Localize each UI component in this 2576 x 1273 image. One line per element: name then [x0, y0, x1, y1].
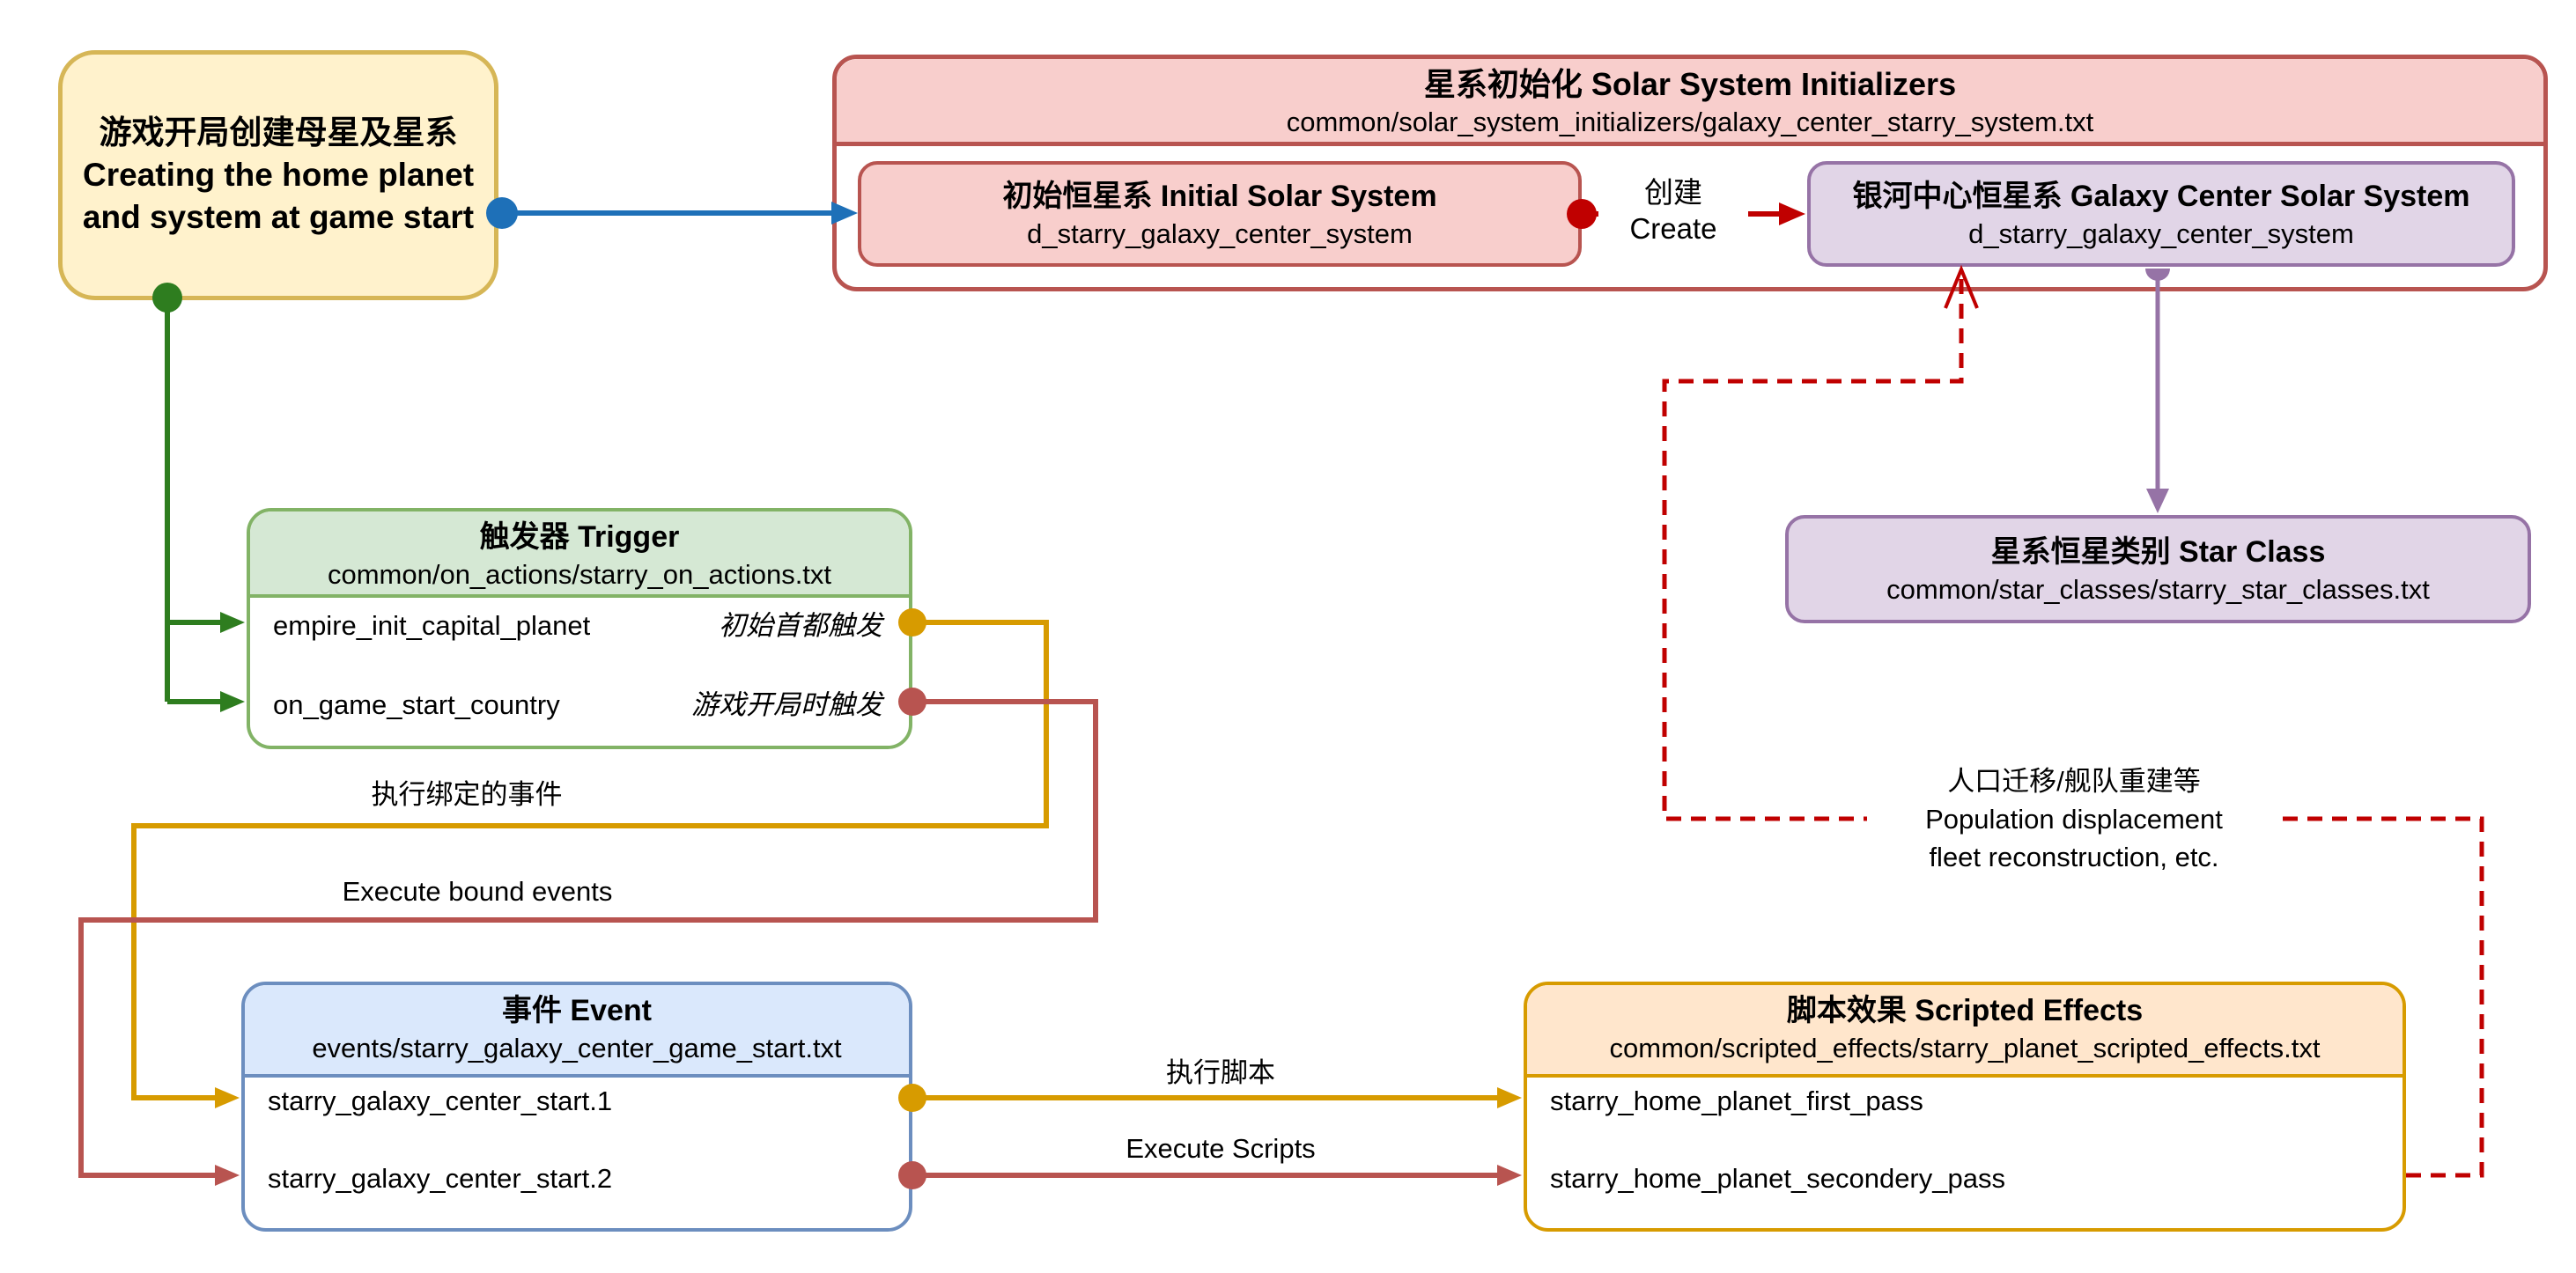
edge-trigger-row1-arrowhead — [220, 612, 245, 633]
scripted-row-name: starry_home_planet_secondery_pass — [1550, 1163, 2005, 1194]
edge-label-population-zh: 人口迁移/舰队重建等 — [1947, 766, 2201, 797]
node-game-start-line2: Creating the home planet — [82, 157, 475, 193]
edge-label-create-zh: 创建 — [1644, 176, 1702, 209]
trigger-row-name: on_game_start_country — [273, 689, 560, 720]
node-trigger-path: common/on_actions/starry_on_actions.txt — [327, 559, 832, 590]
edge-label-create-en: Create — [1629, 212, 1717, 245]
node-scripted-effects-path: common/scripted_effects/starry_planet_sc… — [1609, 1033, 2321, 1063]
event-row-name: starry_galaxy_center_start.2 — [268, 1163, 613, 1194]
edge-label-bind-zh: 执行绑定的事件 — [371, 779, 563, 810]
edge-label-bind-en: Execute bound events — [342, 876, 613, 907]
node-star-class: 星系恒星类别 Star Class common/star_classes/st… — [1785, 515, 2531, 623]
node-initial-solar-system-title: 初始恒星系 Initial Solar System — [1002, 180, 1437, 213]
event-row-name: starry_galaxy_center_start.1 — [268, 1085, 613, 1116]
scripted-row-name: starry_home_planet_first_pass — [1550, 1085, 1923, 1116]
edge-label-exec-en: Execute Scripts — [1126, 1133, 1316, 1164]
node-trigger-title: 触发器 Trigger — [479, 520, 680, 554]
edge-trigger2-to-event2-arrowhead — [215, 1165, 240, 1186]
edge-label-create: 创建 Create — [1598, 174, 1748, 247]
node-game-start-line1: 游戏开局创建母星及星系 — [99, 114, 458, 151]
node-galaxy-center-system-name: d_starry_galaxy_center_system — [1968, 218, 2354, 249]
event-row-start2: starry_galaxy_center_start.2 — [245, 1160, 909, 1197]
scripted-row-first-pass: starry_home_planet_first_pass — [1527, 1083, 2403, 1120]
node-trigger-header: 触发器 Trigger common/on_actions/starry_on_… — [250, 511, 909, 598]
node-trigger: 触发器 Trigger common/on_actions/starry_on_… — [247, 508, 912, 749]
node-scripted-effects-header: 脚本效果 Scripted Effects common/scripted_ef… — [1527, 985, 2403, 1078]
node-star-class-path: common/star_classes/starry_star_classes.… — [1886, 573, 2430, 605]
node-galaxy-center-system-title: 银河中心恒星系 Galaxy Center Solar System — [1852, 180, 2470, 213]
node-event: 事件 Event events/starry_galaxy_center_gam… — [241, 982, 912, 1232]
edge-label-population-en2: fleet reconstruction, etc. — [1929, 842, 2219, 872]
node-game-start: 游戏开局创建母星及星系 Creating the home planet and… — [58, 50, 498, 300]
trigger-row-empire-init: empire_init_capital_planet 初始首都触发 — [250, 607, 909, 644]
trigger-row-note: 游戏开局时触发 — [691, 689, 882, 720]
node-event-path: events/starry_galaxy_center_game_start.t… — [312, 1033, 842, 1063]
node-initial-solar-system: 初始恒星系 Initial Solar System d_starry_gala… — [858, 161, 1582, 267]
node-event-title: 事件 Event — [501, 994, 653, 1027]
group-solar-system-initializers-header: 星系初始化 Solar System Initializers common/s… — [837, 59, 2543, 146]
edge-label-population-en1: Population displacement — [1925, 804, 2223, 835]
node-game-start-line3: and system at game start — [82, 199, 475, 235]
node-galaxy-center-system: 银河中心恒星系 Galaxy Center Solar System d_sta… — [1807, 161, 2515, 267]
event-row-start1: starry_galaxy_center_start.1 — [245, 1083, 909, 1120]
trigger-row-note: 初始首都触发 — [719, 610, 882, 641]
edge-trigger-row2-arrowhead — [220, 691, 245, 712]
group-file-path: common/solar_system_initializers/galaxy_… — [1286, 107, 2094, 137]
node-star-class-title: 星系恒星类别 Star Class — [1990, 534, 2326, 569]
trigger-row-name: empire_init_capital_planet — [273, 610, 591, 641]
group-title: 星系初始化 Solar System Initializers — [1423, 66, 1957, 102]
edge-label-exec-zh: 执行脚本 — [1166, 1057, 1275, 1088]
node-scripted-effects-title: 脚本效果 Scripted Effects — [1786, 994, 2144, 1027]
node-event-header: 事件 Event events/starry_galaxy_center_gam… — [245, 985, 909, 1078]
trigger-row-on-game-start: on_game_start_country 游戏开局时触发 — [250, 687, 909, 724]
node-initial-solar-system-name: d_starry_galaxy_center_system — [1027, 218, 1413, 249]
edge-event2-to-scripted2-arrowhead — [1497, 1165, 1522, 1186]
node-scripted-effects: 脚本效果 Scripted Effects common/scripted_ef… — [1524, 982, 2406, 1232]
edge-trigger1-to-event1-arrowhead — [215, 1087, 240, 1108]
edge-galaxy-to-starclass-arrowhead — [2146, 489, 2169, 513]
scripted-row-secondery-pass: starry_home_planet_secondery_pass — [1527, 1160, 2403, 1197]
edge-event1-to-scripted1-arrowhead — [1497, 1087, 1522, 1108]
edge-label-population: 人口迁移/舰队重建等 Population displacement fleet… — [1867, 762, 2281, 876]
